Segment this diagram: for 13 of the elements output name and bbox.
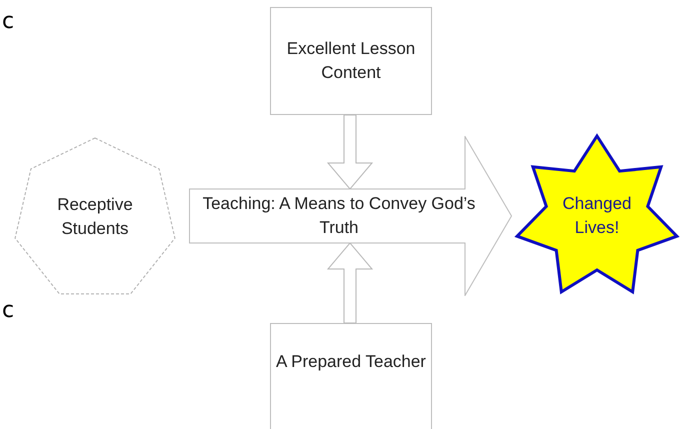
teacher-box [270, 323, 432, 429]
node-label: Excellent Lesson Content [286, 38, 416, 84]
block-arrow-shape [189, 136, 512, 296]
stray-letter: c [2, 8, 14, 36]
content-box [270, 7, 432, 115]
stray-letter: c [2, 297, 14, 325]
node-label: Changed Lives! [561, 193, 632, 239]
node-label: Teaching: A Means to Convey God’s Truth [202, 193, 476, 239]
node-label: Receptive Students [56, 194, 134, 240]
block-arrow [326, 114, 374, 190]
heptagon-shape [12, 136, 178, 297]
block-arrow [326, 242, 374, 324]
node-label: A Prepared Teacher [276, 351, 426, 373]
